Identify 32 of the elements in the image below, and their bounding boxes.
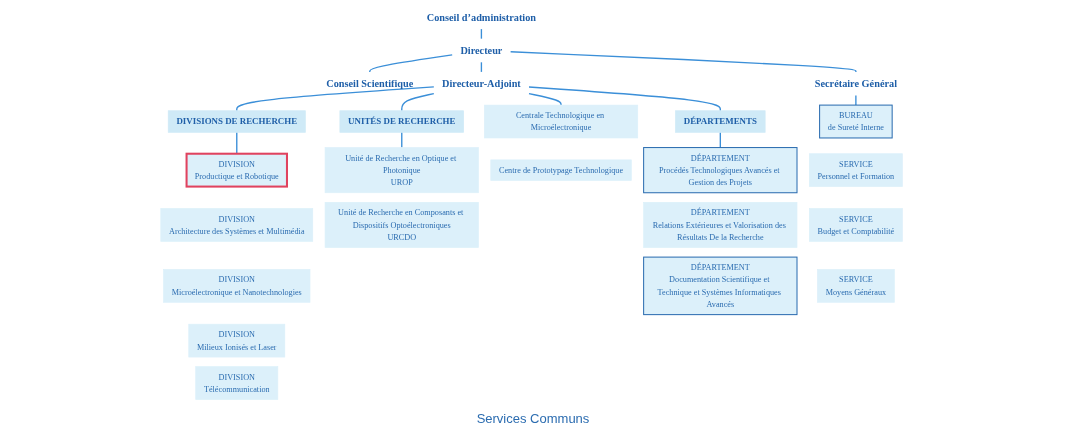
node-box: DÉPARTEMENT Documentation Scientifique et Technique et Systèmes Informatiques Avancés — [643, 256, 798, 316]
connector — [855, 94, 857, 106]
node-box: UNITÉS DE RECHERCHE — [339, 110, 464, 133]
node-box: SERVICE Moyens Généraux — [817, 269, 895, 303]
node-box: DÉPARTEMENTS — [675, 110, 766, 133]
node-box: DÉPARTEMENT Procédés Technologiques Avancés et Gestion des Projets — [643, 147, 798, 194]
node-text: Directeur — [460, 44, 503, 56]
connector — [236, 86, 435, 112]
connector — [401, 92, 435, 112]
node-text: Secrétaire Général — [814, 78, 897, 90]
node-box: DIVISION Architecture des Systèmes et Multimédia — [160, 208, 314, 242]
node-box: DIVISIONS DE RECHERCHE — [167, 110, 306, 133]
node-box: BUREAU de Sureté Interne — [819, 104, 893, 139]
node-box: SERVICE Personnel et Formation — [809, 153, 903, 187]
node-box: DIVISION Productique et Robotique — [185, 152, 288, 188]
connector — [509, 51, 857, 73]
node-box: SERVICE Budget et Comptabilité — [809, 208, 903, 242]
connector — [528, 86, 721, 112]
node-text: Conseil Scientifique — [326, 78, 414, 90]
node-box: Unité de Recherche en Composants et Dispositifs Optoélectroniques URCDO — [324, 202, 479, 248]
section-label: Services Communs — [476, 411, 590, 426]
node-box: DIVISION Télécommunication — [195, 366, 279, 400]
node-box: DÉPARTEMENT Relations Extérieures et Valorisation des Résultats De la Recherche — [643, 202, 798, 248]
node-box: Unité de Recherche en Optique et Photonique UROP — [324, 147, 479, 194]
node-box: Centrale Technologique en Microélectronique — [484, 104, 639, 139]
node-text: Conseil d’administration — [426, 11, 537, 23]
connector — [369, 54, 453, 73]
node-box: DIVISION Microélectronique et Nanotechnologies — [163, 269, 311, 303]
node-box: DIVISION Milieux Ionisés et Laser — [188, 323, 286, 358]
node-text: Directeur-Adjoint — [442, 78, 521, 90]
node-box: Centre de Prototypage Technologique — [490, 159, 632, 181]
connector — [528, 92, 562, 106]
